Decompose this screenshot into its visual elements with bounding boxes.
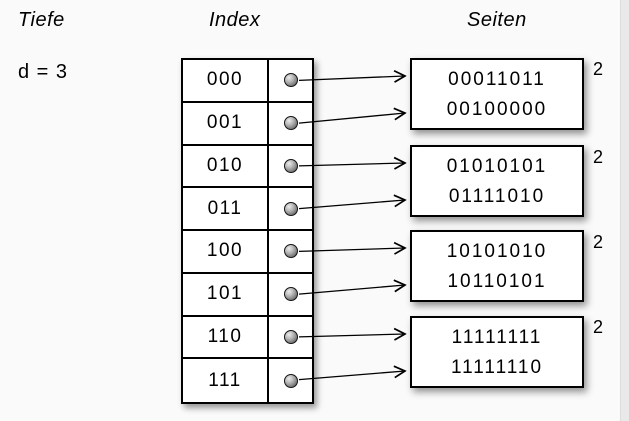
index-row-100: 100 — [183, 231, 312, 274]
pointer-ball-icon — [283, 329, 298, 344]
page-entry: 10101010 — [446, 240, 548, 262]
pointer-ball-icon — [283, 158, 298, 173]
local-depth-label-0: 2 — [593, 59, 604, 79]
pointer-arrow — [298, 334, 405, 337]
index-row-001: 001 — [183, 102, 312, 146]
page-entry: 11111111 — [451, 326, 543, 348]
pointer-ball-icon — [283, 73, 298, 88]
depth-value: d = 3 — [18, 61, 69, 83]
index-row-label: 000 — [183, 60, 269, 101]
pointer-arrow — [298, 200, 405, 210]
page-entry: 01010101 — [446, 155, 548, 177]
pointer-arrow — [298, 371, 405, 381]
pointer-ball-icon — [283, 373, 298, 388]
pointer-ball-icon — [283, 287, 298, 302]
page-entry: 01111010 — [448, 185, 546, 207]
pointer-cell — [269, 146, 312, 187]
index-row-label: 111 — [183, 359, 269, 402]
index-row-label: 011 — [183, 188, 269, 229]
pointer-arrow — [298, 248, 405, 251]
pointer-arrow — [298, 76, 405, 80]
index-row-label: 001 — [183, 102, 269, 144]
pointer-cell — [269, 188, 312, 229]
page-box-0: 00011011 00100000 — [410, 58, 584, 130]
pointer-ball-icon — [283, 116, 298, 131]
pointer-arrow — [298, 163, 405, 166]
page-box-2: 10101010 10110101 — [410, 230, 584, 302]
depth-header: Tiefe — [18, 9, 65, 31]
page-entry: 11111110 — [450, 356, 544, 378]
pointer-cell — [269, 231, 312, 272]
index-row-label: 010 — [183, 145, 269, 187]
local-depth-label-1: 2 — [593, 147, 604, 167]
pages-header: Seiten — [467, 9, 527, 31]
pointer-cell — [269, 274, 312, 315]
index-row-110: 110 — [183, 316, 312, 360]
pointer-ball-icon — [283, 244, 298, 259]
index-row-010: 010 — [183, 145, 312, 189]
index-row-label: 110 — [183, 316, 269, 358]
page-box-3: 11111111 11111110 — [410, 316, 584, 388]
page-entry: 00100000 — [446, 98, 548, 120]
index-row-label: 100 — [183, 231, 269, 272]
page-box-1: 01010101 01111010 — [410, 145, 584, 217]
page-entry: 00011011 — [448, 68, 546, 90]
pointer-cell — [269, 60, 312, 101]
index-row-101: 101 — [183, 273, 312, 317]
local-depth-label-3: 2 — [593, 317, 604, 337]
pointer-cell — [269, 103, 312, 144]
page-entry: 10110101 — [447, 270, 547, 292]
local-depth-label-2: 2 — [593, 232, 604, 252]
right-edge-strip — [620, 0, 629, 421]
index-row-111: 111 — [183, 359, 312, 402]
index-row-label: 101 — [183, 273, 269, 315]
index-header: Index — [209, 9, 261, 31]
pointer-arrow — [298, 285, 405, 295]
index-row-011: 011 — [183, 188, 312, 231]
pointer-ball-icon — [283, 201, 298, 216]
pointer-cell — [269, 359, 312, 402]
pointer-arrow — [298, 113, 405, 124]
pointer-cell — [269, 317, 312, 358]
index-table: 000 001 010 011 100 101 110 111 — [181, 58, 314, 404]
index-row-000: 000 — [183, 60, 312, 103]
